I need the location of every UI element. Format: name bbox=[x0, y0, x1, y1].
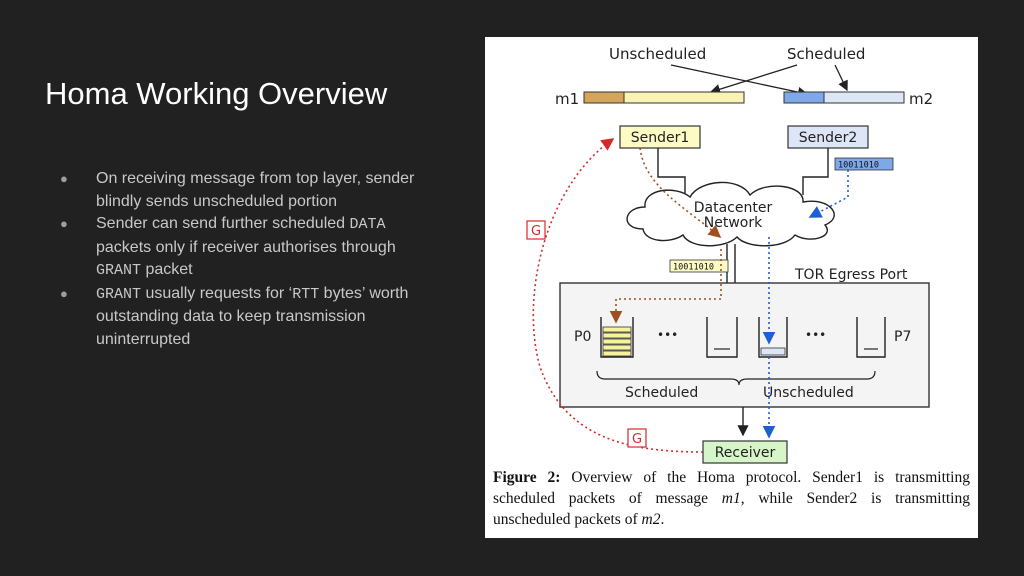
receiver-label: Receiver bbox=[715, 445, 776, 461]
p7-label: P7 bbox=[894, 329, 911, 345]
bullet-text: On receiving message from top layer, sen… bbox=[96, 170, 415, 210]
datacenter-cloud bbox=[626, 181, 835, 247]
bullet-text: bytes’ worth outstanding data to keep tr… bbox=[96, 284, 409, 348]
brace-scheduled bbox=[596, 370, 748, 386]
bullet-item: ●Sender can send further scheduled DATA … bbox=[58, 213, 428, 283]
bullet-dot: ● bbox=[60, 171, 68, 186]
m2-scheduled-part bbox=[823, 91, 905, 104]
grant-box-lower bbox=[627, 428, 647, 448]
m2-unscheduled-part bbox=[783, 91, 825, 104]
bullet-item: ● GRANT usually requests for ‘RTT bytes’ … bbox=[58, 283, 428, 352]
ellipsis-left: ••• bbox=[657, 328, 678, 342]
arrow-scheduled-to-m2 bbox=[834, 64, 848, 92]
bullet-text: GRANT bbox=[96, 285, 142, 303]
slide-title: Homa Working Overview bbox=[45, 76, 388, 111]
sender1-label: Sender1 bbox=[631, 130, 690, 146]
queue-unsched-first bbox=[758, 317, 788, 358]
queue-p0-packet bbox=[602, 350, 632, 357]
m1-scheduled-part bbox=[623, 91, 745, 104]
caption-m2: m2 bbox=[641, 511, 661, 528]
bullet-dot: ● bbox=[60, 216, 68, 231]
sender2-packet bbox=[834, 157, 894, 171]
figure-caption: Figure 2: Overview of the Homa protocol.… bbox=[493, 467, 970, 530]
scheduled-path-queue bbox=[609, 249, 722, 324]
queue-p7 bbox=[856, 317, 886, 358]
queue-p0-packet bbox=[602, 326, 632, 333]
arrow-scheduled-to-m1 bbox=[709, 64, 798, 95]
network-label-line1: Datacenter bbox=[694, 200, 773, 216]
sender2-packet-bits: 10011010 bbox=[838, 161, 879, 171]
caption-end: . bbox=[660, 511, 665, 528]
sender1-link bbox=[657, 148, 686, 195]
caption-m1: m1 bbox=[721, 490, 741, 507]
bullet-dot: ● bbox=[60, 285, 68, 301]
brace-unscheduled bbox=[747, 370, 876, 380]
queue-p0-packet bbox=[602, 332, 632, 339]
queue-unsched-first-packet bbox=[760, 347, 786, 356]
sender1-box bbox=[619, 125, 701, 149]
bullet-list: ● On receiving message from top layer, se… bbox=[58, 168, 428, 351]
grant-label-upper: G bbox=[531, 224, 541, 239]
bullet-text: usually requests for ‘ bbox=[141, 284, 293, 302]
bullet-text: GRANT bbox=[96, 262, 142, 279]
bullet-text: Sender can send further scheduled bbox=[96, 215, 350, 232]
bullet-text: DATA bbox=[349, 216, 386, 233]
queue-p0-packet bbox=[602, 338, 632, 345]
network-label-line2: Network bbox=[704, 215, 763, 231]
caption-label: Figure 2: bbox=[493, 469, 561, 486]
tor-label: TOR Egress Port bbox=[794, 267, 908, 283]
homa-diagram: Unscheduled Scheduled m1 m2 Sender1 Send… bbox=[526, 45, 933, 464]
bullet-text: RTT bbox=[292, 285, 320, 303]
caption-mid: , while Sender2 is transmitting unschedu… bbox=[493, 490, 970, 528]
m1-unscheduled-part bbox=[583, 91, 625, 104]
homa-figure: Unscheduled Scheduled m1 m2 Sender1 Send… bbox=[485, 37, 978, 538]
scheduled-bottom-label: Scheduled bbox=[625, 385, 698, 401]
grant-box-upper bbox=[526, 220, 546, 240]
unscheduled-top-label: Unscheduled bbox=[609, 45, 706, 63]
sender1-packet-bits: 10011010 bbox=[673, 263, 714, 273]
grant-label-lower: G bbox=[632, 432, 642, 447]
p0-label: P0 bbox=[574, 329, 591, 345]
queue-sched-last bbox=[706, 317, 738, 358]
sender2-label: Sender2 bbox=[799, 130, 858, 146]
unscheduled-path-sender bbox=[808, 170, 849, 218]
queue-p0-packet bbox=[602, 344, 632, 351]
sender2-link bbox=[802, 148, 829, 195]
arrow-unscheduled-to-m2 bbox=[670, 64, 809, 98]
ellipsis-right: ••• bbox=[805, 328, 826, 342]
sender1-packet bbox=[669, 259, 729, 273]
m1-label: m1 bbox=[555, 90, 579, 108]
unscheduled-bottom-label: Unscheduled bbox=[763, 385, 854, 401]
bullet-item: ● On receiving message from top layer, se… bbox=[58, 168, 428, 213]
bullet-text: packets only if receiver authorises thro… bbox=[96, 238, 396, 256]
scheduled-top-label: Scheduled bbox=[787, 45, 865, 63]
queue-p0 bbox=[600, 317, 634, 358]
caption-text: Overview of the Homa protocol. Sender1 i… bbox=[493, 469, 970, 507]
m2-label: m2 bbox=[909, 90, 933, 108]
bullet-text: packet bbox=[141, 261, 193, 278]
